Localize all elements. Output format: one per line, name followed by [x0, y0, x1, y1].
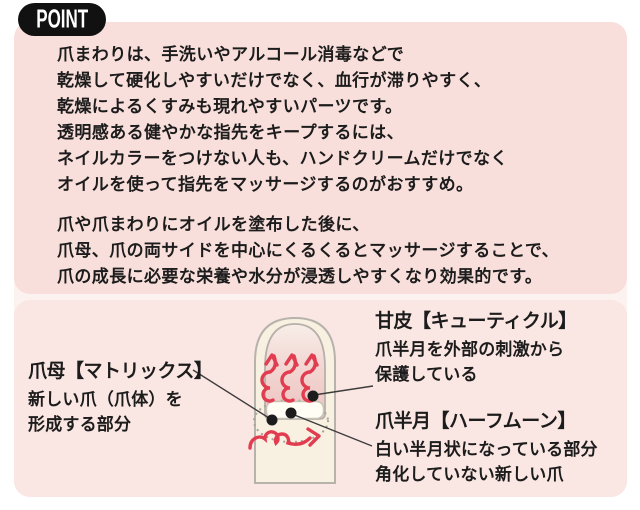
point-card	[14, 22, 627, 497]
matrix-dotted-outline	[252, 398, 330, 444]
leader-line-half-moon	[291, 413, 373, 447]
fingertip-diagram	[192, 316, 374, 484]
intro-panel	[14, 22, 627, 294]
intro-line: 乾燥によるくすみも現れやすいパーツです。	[57, 97, 403, 116]
label-cuticle-desc: 爪半月を外部の刺激から 保護している	[375, 340, 565, 384]
intro-line: 爪の成長に必要な栄養や水分が浸透しやすくなり効果的です。	[57, 267, 543, 286]
label-matrix: 爪母【マトリックス】 新しい爪（爪体）を 形成する部分	[28, 360, 213, 437]
label-matrix-title: 爪母【マトリックス】	[28, 361, 213, 382]
point-badge: POINT	[18, 3, 106, 36]
intro-line: 透明感ある健やかな指先をキープするには、	[57, 123, 404, 142]
intro-paragraph-2: 爪や爪まわりにオイルを塗布した後に、 爪母、爪の両サイドを中心にくるくるとマッサ…	[57, 212, 559, 290]
label-cuticle: 甘皮【キューティクル】 爪半月を外部の刺激から 保護している	[375, 310, 577, 387]
label-half-moon: 爪半月【ハーフムーン】 白い半月状になっている部分 角化していない新しい爪	[375, 410, 598, 487]
leader-line-matrix	[192, 369, 270, 419]
leader-line-cuticle	[313, 385, 374, 396]
intro-line: 爪母、爪の両サイドを中心にくるくるとマッサージすることで、	[57, 241, 560, 260]
intro-paragraph-1: 爪まわりは、手洗いやアルコール消毒などで 乾燥して硬化しやすいだけでなく、血行が…	[57, 42, 508, 198]
massage-swirl-right-arrow-icon	[248, 427, 321, 450]
label-half-moon-desc: 白い半月状になっている部分 角化していない新しい爪	[375, 440, 598, 484]
label-matrix-desc: 新しい爪（爪体）を 形成する部分	[28, 390, 183, 434]
intro-line: 乾燥して硬化しやすいだけでなく、血行が滞りやすく、	[57, 71, 492, 90]
marker-dot-matrix	[266, 414, 278, 426]
intro-line: ネイルカラーをつけない人も、ハンドクリームだけでなく	[57, 149, 508, 168]
point-badge-label: POINT	[36, 4, 88, 34]
intro-line: オイルを使って指先をマッサージするのがおすすめ。	[57, 175, 474, 194]
label-cuticle-title: 甘皮【キューティクル】	[375, 311, 577, 332]
marker-dot-half-moon	[285, 407, 297, 419]
label-half-moon-title: 爪半月【ハーフムーン】	[375, 411, 576, 432]
intro-line: 爪まわりは、手洗いやアルコール消毒などで	[57, 45, 405, 64]
marker-dot-cuticle	[307, 390, 319, 402]
intro-line: 爪や爪まわりにオイルを塗布した後に、	[57, 215, 370, 234]
